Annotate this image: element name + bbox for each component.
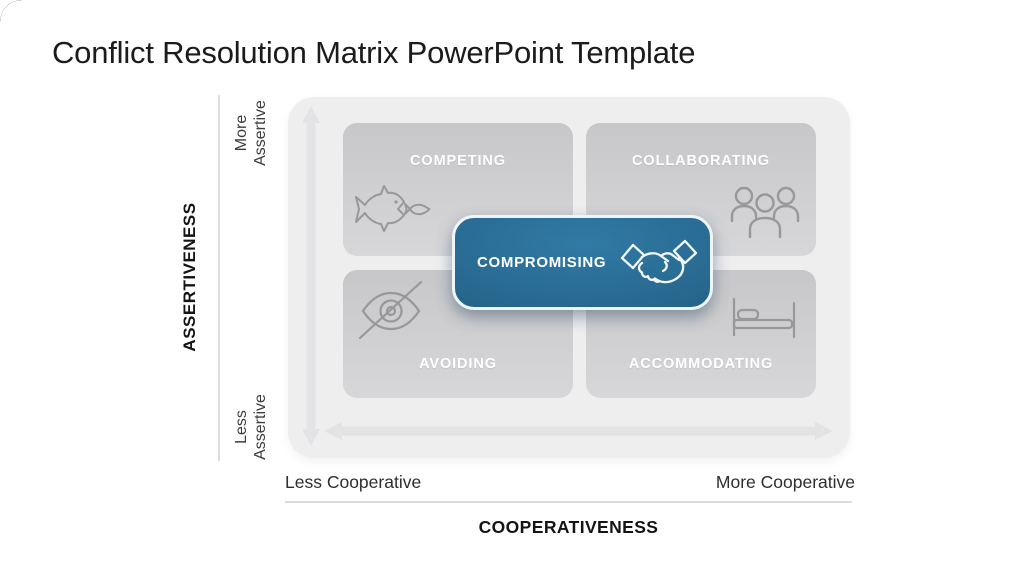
page-title: Conflict Resolution Matrix PowerPoint Te…: [52, 35, 696, 70]
center-box-label: COMPROMISING: [477, 254, 607, 271]
y-axis-line: [218, 95, 220, 461]
x-axis-line: [285, 501, 852, 503]
quadrant-accommodating-label: ACCOMMODATING: [628, 356, 774, 372]
y-axis-label-more-assertive: More Assertive: [232, 100, 269, 166]
x-axis-title: COOPERATIVENESS: [478, 517, 659, 537]
handshake-icon: [620, 239, 698, 284]
bed-icon: [732, 297, 796, 339]
assertiveness-arrow: [302, 106, 320, 446]
x-axis-label-more-cooperative: More Cooperative: [715, 472, 855, 492]
cooperativeness-arrow: [324, 422, 833, 440]
people-group-icon: [730, 186, 800, 239]
quadrant-collaborating-label: COLLABORATING: [632, 153, 770, 169]
y-axis-title: ASSERTIVENESS: [180, 202, 199, 352]
axis-arrows: [302, 106, 833, 446]
eye-slash-icon: [359, 280, 423, 339]
x-axis-label-less-cooperative: Less Cooperative: [285, 472, 422, 492]
quadrant-avoiding-label: AVOIDING: [419, 356, 497, 372]
big-fish-eats-small-fish-icon: [355, 185, 431, 232]
y-axis-label-less-assertive: Less Assertive: [232, 394, 269, 460]
center-box-compromising: COMPROMISING: [452, 215, 713, 310]
quadrant-competing-label: COMPETING: [410, 153, 506, 169]
